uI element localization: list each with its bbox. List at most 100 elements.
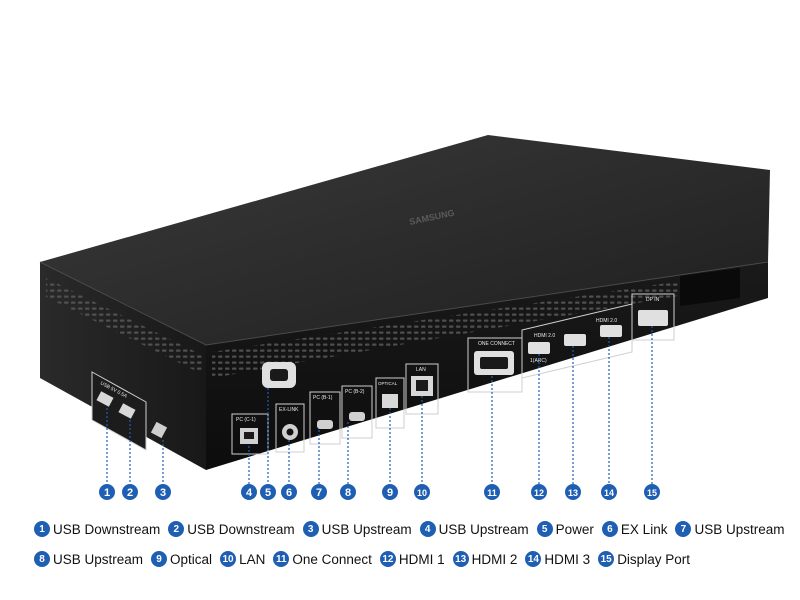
legend-label: USB Upstream [694,521,785,537]
dp-label: DP IN [646,297,660,303]
callout-marker-14: 14 [601,484,617,500]
legend-number-badge: 10 [220,551,237,567]
svg-text:2: 2 [127,487,133,499]
callout-marker-2: 2 [122,484,138,500]
hdmi-1-port[interactable] [528,342,550,354]
svg-text:5: 5 [265,487,271,499]
callout-marker-6: 6 [281,484,297,500]
svg-text:14: 14 [604,488,614,498]
callout-marker-15: 15 [644,484,660,500]
callout-marker-5: 5 [260,484,276,500]
callout-marker-3: 3 [155,484,171,500]
svg-text:6: 6 [286,487,292,499]
legend-label: USB Upstream [321,521,412,537]
display-port[interactable] [638,310,668,326]
svg-text:4: 4 [246,487,253,499]
optical-label: OPTICAL [378,381,398,386]
pc3-label: PC (B-2) [345,389,365,395]
legend-number-badge: 15 [598,551,615,567]
svg-text:13: 13 [568,488,578,498]
svg-text:3: 3 [160,487,166,499]
svg-text:15: 15 [647,488,657,498]
hdmi-group-label-a: HDMI 2.0 [534,333,555,339]
usb-downstream-panel [91,371,147,451]
arc-label: 1(ARC) [530,358,547,364]
svg-text:8: 8 [345,487,351,499]
legend-number-badge: 6 [601,521,618,537]
legend-number-badge: 12 [379,551,396,567]
legend-number-badge: 2 [168,521,185,537]
callout-marker-11: 11 [484,484,500,500]
callout-marker-4: 4 [241,484,257,500]
usb-upstream-port-7[interactable] [317,420,333,429]
legend-label: HDMI 3 [544,551,591,567]
legend-label: EX Link [620,521,668,537]
legend-number-badge: 11 [273,551,290,567]
legend-label: One Connect [292,551,372,567]
callout-marker-10: 10 [414,484,430,500]
usb-upstream-port-8[interactable] [349,412,365,421]
exlink-label: EX-LINK [279,407,299,413]
svg-text:7: 7 [316,487,322,499]
legend-label: USB Downstream [187,521,295,537]
hdmi-2-port[interactable] [564,334,586,346]
usb-downstream-port-1[interactable] [96,391,114,407]
device-top [40,135,770,345]
legend-label: USB Upstream [438,521,529,537]
legend-label: USB Upstream [53,551,144,567]
callout-marker-9: 9 [382,484,398,500]
usb-upstream-port-3[interactable] [150,421,168,439]
pc2-label: PC (B-1) [313,395,333,401]
legend-label: HDMI 1 [398,551,445,567]
legend-label: USB Downstream [53,521,161,537]
callout-marker-13: 13 [565,484,581,500]
legend-number-badge: 14 [525,551,542,567]
svg-text:1: 1 [104,487,110,499]
legend-number-badge: 3 [302,521,319,537]
lan-label: LAN [416,367,426,373]
callout-marker-12: 12 [531,484,547,500]
legend-number-badge: 9 [151,551,168,567]
legend-number-badge: 8 [34,551,50,567]
legend-number-badge: 1 [34,521,50,537]
one-connect-label: ONE CONNECT [478,341,515,347]
legend-number-badge: 4 [419,521,436,537]
legend-label: LAN [239,551,266,567]
front-vent [212,272,740,378]
legend-number-badge: 7 [675,521,692,537]
pc1-label: PC (C-1) [236,417,256,423]
svg-text:9: 9 [387,487,393,499]
callout-marker-1: 1 [99,484,115,500]
hdmi-3-port[interactable] [600,325,622,337]
legend-label: HDMI 2 [471,551,518,567]
legend-label: Optical [170,551,213,567]
usb-downstream-port-2[interactable] [118,403,136,419]
legend-label: Power [555,521,594,537]
legend-number-badge: 5 [536,521,553,537]
svg-text:12: 12 [534,488,544,498]
svg-text:11: 11 [487,488,497,498]
optical-port[interactable] [382,394,398,408]
callout-marker-7: 7 [311,484,327,500]
svg-text:10: 10 [417,488,427,498]
legend-label: Display Port [617,551,690,567]
legend-number-badge: 13 [452,551,469,567]
